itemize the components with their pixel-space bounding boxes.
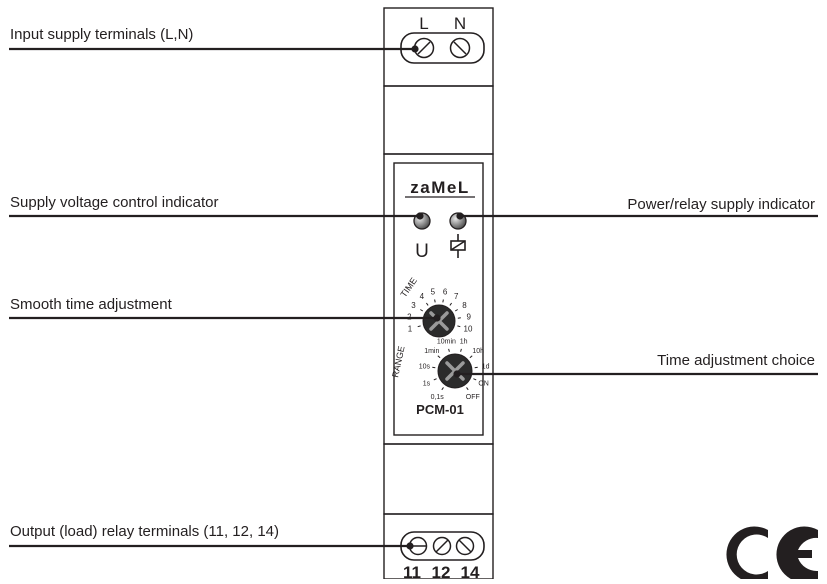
- range-scale-label: 1d: [482, 363, 490, 370]
- time-scale-label: 3: [411, 301, 416, 310]
- range-scale-label: 1h: [460, 339, 468, 346]
- brand-logo: zaMeL: [410, 178, 469, 197]
- time-scale-label: 10: [464, 325, 473, 334]
- range-scale-label: 1s: [423, 381, 431, 388]
- range-scale-label: 1min: [424, 348, 439, 355]
- time-scale-label: 5: [431, 287, 436, 296]
- terminal-label-12: 12: [432, 563, 451, 579]
- time-scale-label: 7: [454, 292, 459, 301]
- time-tick: [435, 300, 436, 303]
- lower-cover: [384, 444, 493, 514]
- model-label: PCM-01: [416, 402, 464, 417]
- range-scale-label: 10h: [472, 348, 484, 355]
- callout-smooth-time: Smooth time adjustment: [10, 296, 172, 313]
- terminal-label-11: 11: [403, 563, 421, 579]
- time-tick: [455, 310, 458, 312]
- callout-output-terminals: Output (load) relay terminals (11, 12, 1…: [10, 523, 279, 540]
- terminal-label-n: N: [454, 14, 466, 33]
- time-tick: [426, 303, 428, 305]
- time-tick: [418, 326, 421, 327]
- range-tick: [473, 379, 476, 380]
- time-scale-label: 4: [420, 292, 425, 301]
- callout-supply-voltage-indicator: Supply voltage control indicator: [10, 194, 218, 211]
- time-dial-label: TIME: [398, 276, 419, 299]
- time-scale-label: 8: [462, 301, 467, 310]
- relay-coil-icon: [451, 234, 465, 258]
- indicator-label-u: U: [415, 241, 429, 262]
- time-scale-label: 9: [466, 313, 471, 322]
- time-tick: [443, 300, 444, 303]
- callout-input-terminals: Input supply terminals (L,N): [10, 26, 193, 43]
- range-tick: [442, 387, 444, 389]
- time-tick: [457, 326, 460, 327]
- time-tick: [450, 303, 452, 305]
- range-dial-label: RANGE: [390, 345, 406, 378]
- terminal-label-l: L: [419, 14, 428, 33]
- ce-mark: [726, 527, 818, 580]
- range-tick: [438, 356, 440, 358]
- range-scale-label: 10min: [437, 339, 456, 346]
- range-tick: [449, 349, 450, 352]
- callout-power-relay-indicator: Power/relay supply indicator: [627, 196, 815, 213]
- range-scale-label: 0,1s: [431, 394, 445, 401]
- upper-cover: [384, 86, 493, 154]
- time-scale-label: 1: [408, 325, 413, 334]
- range-scale-label: ON: [478, 381, 489, 388]
- terminal-label-14: 14: [461, 563, 480, 579]
- range-scale-label: OFF: [466, 394, 480, 401]
- range-tick: [432, 367, 435, 368]
- range-tick: [434, 379, 437, 380]
- range-tick: [470, 356, 472, 358]
- range-tick: [475, 367, 478, 368]
- callout-time-choice: Time adjustment choice: [657, 352, 815, 369]
- range-scale-label: 10s: [419, 363, 431, 370]
- range-tick: [461, 349, 462, 352]
- time-scale-label: 6: [443, 287, 448, 296]
- time-tick: [420, 310, 423, 312]
- range-tick: [467, 387, 469, 389]
